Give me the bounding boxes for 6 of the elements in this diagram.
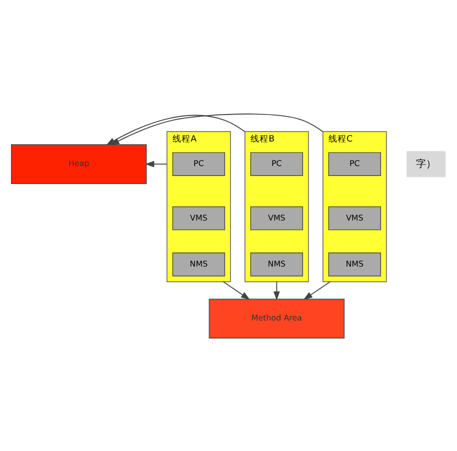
arrow [274, 280, 280, 300]
arrow [303, 280, 331, 300]
label: 字） [416, 158, 436, 170]
arrow [222, 280, 250, 300]
arrow [110, 113, 324, 145]
arrow [145, 160, 168, 167]
